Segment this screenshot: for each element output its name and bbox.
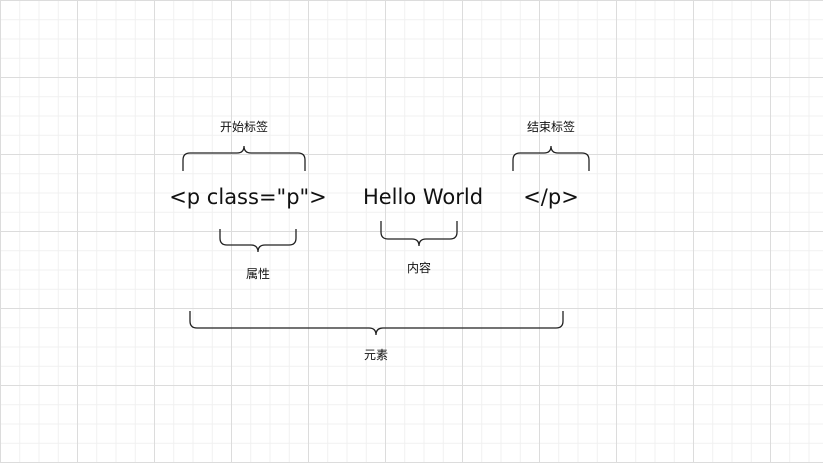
content-brace: [380, 221, 458, 247]
open-tag-text: <p class="p">: [169, 185, 327, 209]
close-tag-text: </p>: [523, 185, 579, 209]
open-tag-brace: [182, 145, 306, 171]
attribute-label: 属性: [245, 267, 271, 281]
content-text: Hello World: [362, 185, 484, 209]
close-tag-brace: [512, 145, 590, 171]
open-tag-label: 开始标签: [219, 120, 269, 134]
element-brace: [189, 311, 564, 336]
close-tag-label: 结束标签: [526, 120, 576, 134]
content-label: 内容: [406, 261, 432, 275]
element-label: 元素: [363, 348, 389, 362]
attribute-brace: [219, 229, 297, 253]
